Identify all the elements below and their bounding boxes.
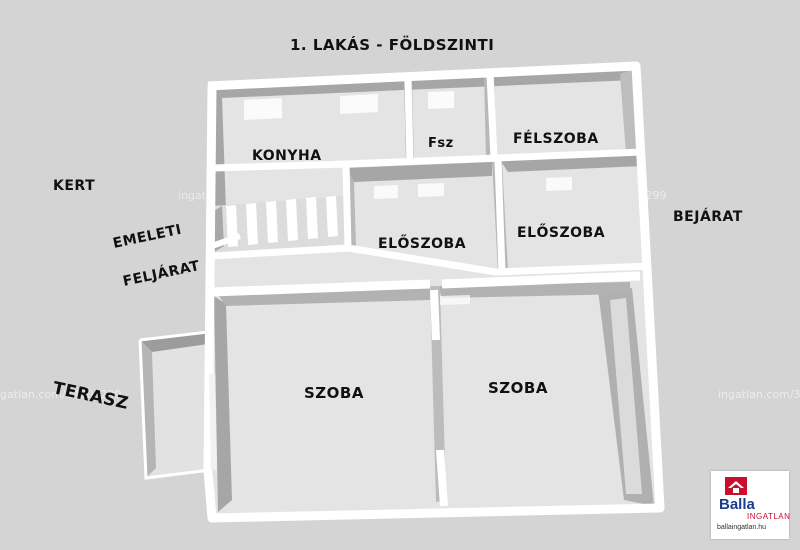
logo-brand: Balla	[719, 496, 755, 513]
page-title: 1. LAKÁS - FÖLDSZINTI	[290, 35, 494, 54]
walls	[203, 61, 665, 523]
terrace-area	[138, 330, 212, 480]
outside-label-stairs: FELJÁRAT	[121, 257, 201, 290]
room-label-room-1: SZOBA	[304, 384, 364, 402]
skylights	[244, 91, 642, 494]
room-label-kitchen: KONYHA	[252, 148, 322, 164]
agency-logo: Balla INGATLAN ballaingatlan.hu	[711, 471, 791, 539]
logo-url: ballaingatlan.hu	[717, 524, 767, 531]
outside-label-terrace: TERASZ	[51, 378, 131, 414]
outside-label-entrance: BEJÁRAT	[673, 208, 743, 225]
watermark-5: ingatlan.com/34809299	[718, 388, 800, 401]
watermark-4: ingatlan.com/34809299	[0, 388, 122, 401]
outside-label-garden: KERT	[53, 178, 95, 194]
room-label-wc: Fsz	[428, 136, 454, 151]
house-roof-icon	[725, 477, 747, 495]
outside-label-upper: EMELETI	[112, 222, 184, 252]
room-label-half-room: FÉLSZOBA	[513, 130, 599, 147]
room-label-hallway-1: ELŐSZOBA	[378, 234, 466, 252]
room-label-room-2: SZOBA	[488, 379, 548, 397]
logo-subtitle: INGATLAN	[747, 512, 791, 521]
room-label-hallway-2: ELŐSZOBA	[517, 223, 605, 241]
